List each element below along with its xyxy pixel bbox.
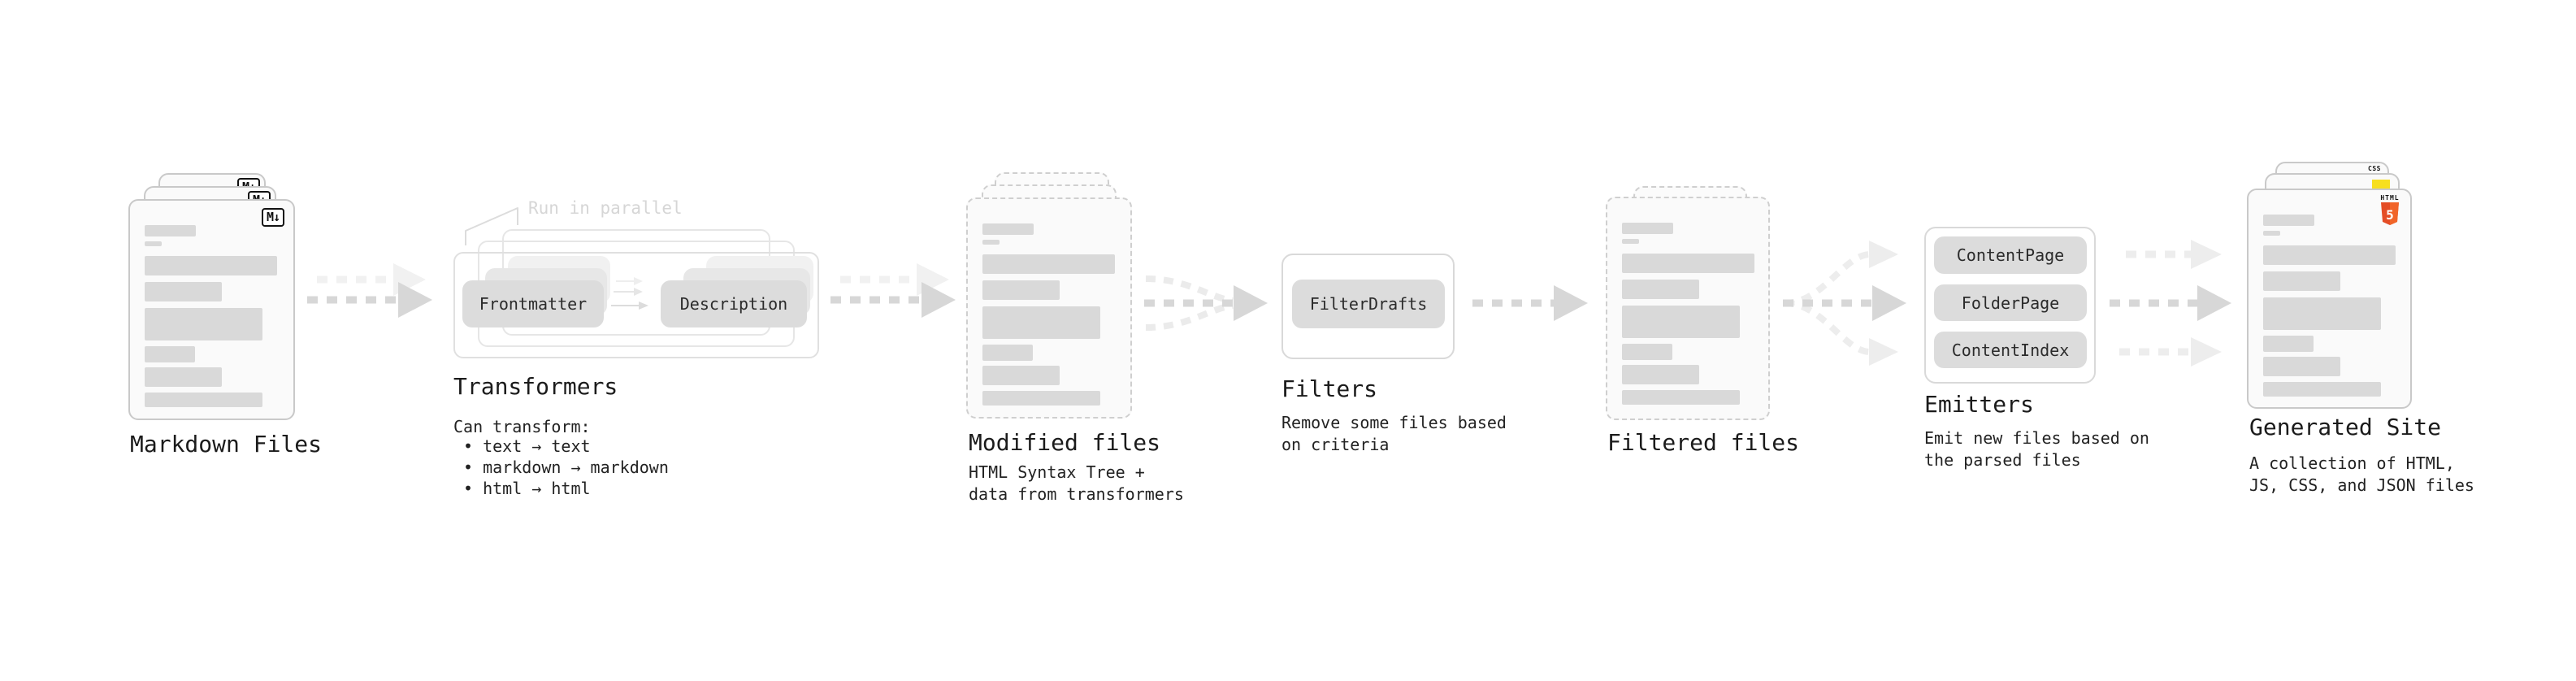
html5-shield-icon: 5	[2381, 202, 2399, 225]
transformer-pill-description: Description	[661, 280, 807, 327]
filtered-file-card-front	[1606, 197, 1770, 420]
parallel-arrows-icon	[611, 277, 648, 310]
emitters-desc: Emit new files based on the parsed files	[1924, 427, 2149, 471]
markdown-icon: M↓	[261, 208, 284, 227]
arrow-filters-to-filtered	[1472, 285, 1588, 321]
desc-line: on criteria	[1281, 435, 1390, 454]
arrow-modified-to-filters-merge	[1144, 275, 1268, 331]
filters-desc: Remove some files based on criteria	[1281, 412, 1507, 456]
arrow-filtered-to-emitters-split	[1783, 241, 1906, 366]
generated-file-card-html: HTML 5	[2247, 189, 2412, 409]
stage-title-filters: Filters	[1281, 375, 1378, 402]
bullet-item: • text → text	[463, 436, 591, 456]
desc-line: Remove some files based	[1281, 413, 1507, 432]
desc-line: JS, CSS, and JSON files	[2249, 475, 2474, 495]
document-placeholder-lines	[1622, 223, 1754, 405]
desc-line: data from transformers	[969, 484, 1184, 504]
modified-file-card-front	[966, 197, 1132, 419]
bullet-item: • markdown → markdown	[463, 458, 669, 477]
stage-title-generated-site: Generated Site	[2249, 414, 2442, 440]
transformer-pill-frontmatter: Frontmatter	[462, 280, 604, 327]
desc-line: A collection of HTML,	[2249, 453, 2455, 473]
annotation-callout-line	[465, 207, 518, 245]
js-file-icon	[2372, 180, 2390, 190]
desc-line: Emit new files based on	[1924, 428, 2149, 448]
generated-site-desc: A collection of HTML, JS, CSS, and JSON …	[2249, 453, 2474, 497]
stage-title-markdown-files: Markdown Files	[130, 431, 323, 458]
stage-title-modified-files: Modified files	[969, 429, 1161, 456]
css-icon-label: CSS	[2368, 165, 2381, 172]
transformers-bullet-list: • text → text • markdown → markdown • ht…	[463, 436, 669, 499]
document-placeholder-lines	[145, 225, 277, 407]
emitter-pill-contentpage: ContentPage	[1934, 236, 2087, 274]
svg-text:5: 5	[2386, 207, 2394, 223]
bullet-item: • html → html	[463, 479, 591, 498]
arrow-transformers-to-modified	[830, 263, 956, 318]
transformers-desc-heading: Can transform:	[453, 417, 591, 436]
stage-title-transformers: Transformers	[453, 373, 618, 400]
emitter-pill-contentindex: ContentIndex	[1934, 332, 2087, 368]
arrow-markdown-to-transformers	[307, 263, 432, 318]
arrows-emitters-to-generated	[2110, 240, 2231, 367]
run-in-parallel-label: Run in parallel	[528, 198, 683, 218]
document-placeholder-lines	[982, 223, 1115, 406]
desc-line: HTML Syntax Tree +	[969, 462, 1145, 482]
stage-title-emitters: Emitters	[1924, 391, 2034, 418]
markdown-file-card-front: M↓	[128, 199, 295, 420]
emitter-pill-folderpage: FolderPage	[1934, 284, 2087, 321]
stage-title-filtered-files: Filtered files	[1607, 429, 1800, 456]
filter-pill-filterdrafts: FilterDrafts	[1292, 280, 1445, 328]
modified-files-desc: HTML Syntax Tree + data from transformer…	[969, 462, 1184, 505]
document-placeholder-lines	[2263, 215, 2396, 397]
html5-icon: HTML 5	[2379, 194, 2400, 229]
desc-line: the parsed files	[1924, 450, 2081, 470]
transformer-frame-front	[453, 252, 819, 358]
html5-icon-label: HTML	[2380, 194, 2400, 202]
